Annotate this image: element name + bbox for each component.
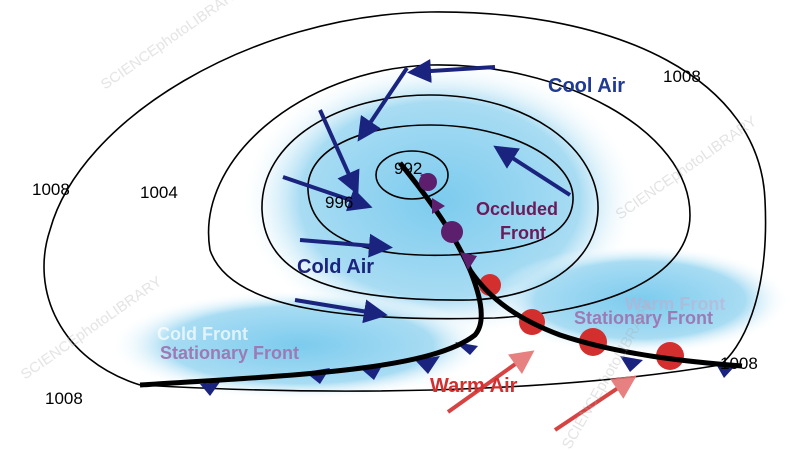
cold-air-arrow (493, 145, 572, 197)
isobar-label-992: 992 (394, 159, 422, 178)
faded-cold-front-label: Cold Front (157, 324, 248, 344)
occluded-front-label: Occluded Front (476, 199, 563, 243)
cold-air-label: Cold Air (297, 256, 374, 278)
occluded-front (398, 161, 477, 271)
cold-air-arrow (407, 59, 496, 83)
warm-air-label: Warm Air (430, 375, 518, 397)
cold-air-arrow (282, 175, 373, 212)
isobar-1000 (261, 94, 599, 301)
isobar-label-1004: 1004 (140, 183, 178, 202)
occluded-front-label-line1: Occluded (476, 199, 558, 219)
cold-air-arrow (357, 66, 409, 142)
isobar-996 (307, 124, 574, 257)
isobar-label-1008-right: 1008 (720, 354, 758, 373)
isobar-992 (375, 150, 449, 200)
stationary-front-left (139, 269, 484, 396)
faded-warm-front-label: Warm Front (625, 294, 725, 314)
stationary-front-label-left: Stationary Front (160, 343, 299, 363)
watermark: SCIENCEphotoLIBRARY (98, 0, 245, 93)
cold-air-arrow (294, 298, 388, 324)
stationary-front-label-right: Stationary Front (574, 308, 713, 328)
cold-air-arrow (318, 109, 360, 196)
isobar-label-1008-top: 1008 (663, 67, 701, 86)
cool-air-label: Cool Air (548, 75, 625, 97)
stationary-front-right (467, 268, 743, 378)
cold-air-shading-right (490, 245, 790, 355)
warm-air-arrow (446, 350, 535, 414)
isobar-label-1008-bottom: 1008 (45, 389, 83, 408)
cold-air-arrow (299, 233, 393, 258)
isobar-label-996: 996 (325, 193, 353, 212)
isobar-label-1008-left: 1008 (32, 180, 70, 199)
isobar-1008 (43, 11, 767, 392)
warm-air-arrow (553, 375, 637, 432)
occluded-front-label-line2: Front (500, 223, 546, 243)
